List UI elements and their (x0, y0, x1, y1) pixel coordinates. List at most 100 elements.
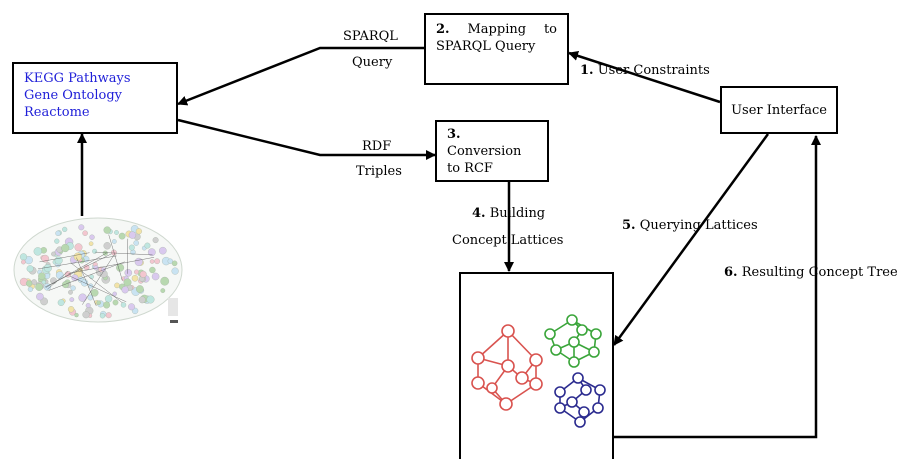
network-node (74, 312, 79, 318)
network-node (54, 238, 60, 244)
user-constraints-text: User Constraints (597, 63, 710, 78)
network-edge (39, 252, 90, 263)
network-edge (108, 234, 123, 281)
mapping-box: 2. Mapping to SPARQL Query (424, 13, 569, 85)
network-node (69, 297, 75, 302)
red-lattice (471, 324, 543, 411)
network-node (27, 286, 33, 292)
network-node (74, 243, 83, 252)
network-node (57, 299, 65, 306)
network-edge (47, 271, 69, 290)
querying-text: Querying Lattices (639, 218, 758, 233)
network-node (112, 291, 117, 297)
network-node (67, 306, 75, 313)
network-node (133, 240, 139, 246)
network-node (144, 242, 151, 249)
network-node (96, 300, 101, 305)
network-thumbnail (13, 217, 183, 323)
data-sources-box: KEGG Pathways Gene Ontology Reactome (12, 62, 178, 134)
network-node (128, 231, 137, 239)
querying-number: 5. (622, 218, 636, 233)
concept-lattices-box (459, 272, 614, 459)
conversion-text: Conversion to RCF (447, 144, 522, 176)
network-node (85, 303, 91, 308)
network-edge (82, 254, 115, 305)
building-text: Building (489, 206, 546, 221)
network-node (51, 251, 56, 257)
network-node (103, 301, 111, 309)
conversion-box: 3. Conversion to RCF (435, 120, 549, 182)
sparql-label-bottom: Query (352, 55, 393, 70)
network-node (71, 274, 79, 282)
network-node (154, 258, 160, 265)
querying-lattices-arrow (612, 133, 770, 346)
network-node (167, 258, 173, 264)
network-node (35, 283, 43, 291)
network-node (89, 274, 94, 280)
network-node (160, 276, 170, 286)
sparql-label-top: SPARQL (343, 29, 398, 44)
network-node (128, 244, 135, 251)
network-node (147, 248, 156, 257)
network-node (171, 267, 179, 275)
source-go: Gene Ontology (24, 88, 123, 103)
network-node (159, 246, 167, 255)
blue-lattice (554, 372, 606, 428)
network-node (149, 266, 156, 274)
network-node (104, 295, 113, 303)
rdf-label-bottom: Triples (356, 164, 402, 179)
network-node (62, 226, 68, 232)
network-node (55, 230, 61, 236)
network-node (78, 224, 85, 231)
network-edge (37, 255, 117, 270)
querying-label: 5. Querying Lattices (622, 217, 758, 234)
network-node (43, 264, 52, 273)
user-interface-box: User Interface (720, 86, 838, 134)
user-constraints-label: 1. User Constraints (580, 62, 710, 79)
network-node (61, 243, 70, 253)
network-node (134, 269, 139, 275)
network-node (68, 289, 73, 295)
rdf-triples-arrow (177, 118, 436, 160)
resulting-tree-arrow (614, 135, 821, 439)
network-node (88, 241, 94, 246)
network-node (151, 272, 160, 281)
building-label-line2: Concept Lattices (452, 233, 564, 248)
network-node (105, 312, 112, 319)
source-reactome: Reactome (24, 105, 90, 120)
network-edge (76, 257, 97, 307)
building-number: 4. (472, 206, 486, 221)
network-edge (127, 238, 128, 274)
network-node (21, 259, 26, 265)
result-label: 6. Resulting Concept Tree (724, 264, 898, 281)
network-node (89, 234, 95, 240)
network-edge (48, 261, 125, 291)
network-node (135, 228, 142, 235)
network-node (92, 248, 98, 254)
network-node (82, 230, 88, 236)
network-node (121, 286, 129, 294)
network-node (73, 252, 83, 261)
network-node (62, 281, 69, 289)
network-node (87, 294, 94, 301)
network-node (134, 257, 143, 266)
network-node (103, 242, 111, 250)
building-label: 4. Building (472, 205, 545, 222)
network-node (138, 296, 146, 304)
network-node (118, 232, 126, 240)
user-constraints-number: 1. (580, 63, 594, 78)
rdf-label-top: RDF (362, 139, 392, 154)
mapping-text: Mapping to SPARQL Query (436, 22, 557, 54)
network-node (70, 285, 76, 291)
network-edge (68, 257, 155, 274)
network-node (124, 269, 133, 277)
user-interface-label: User Interface (731, 102, 827, 118)
network-node (152, 237, 159, 244)
network-node (116, 263, 125, 272)
network-node (82, 311, 90, 319)
network-node (25, 280, 33, 287)
network-node (36, 292, 44, 301)
network-node (55, 271, 64, 280)
network-node (78, 293, 87, 302)
